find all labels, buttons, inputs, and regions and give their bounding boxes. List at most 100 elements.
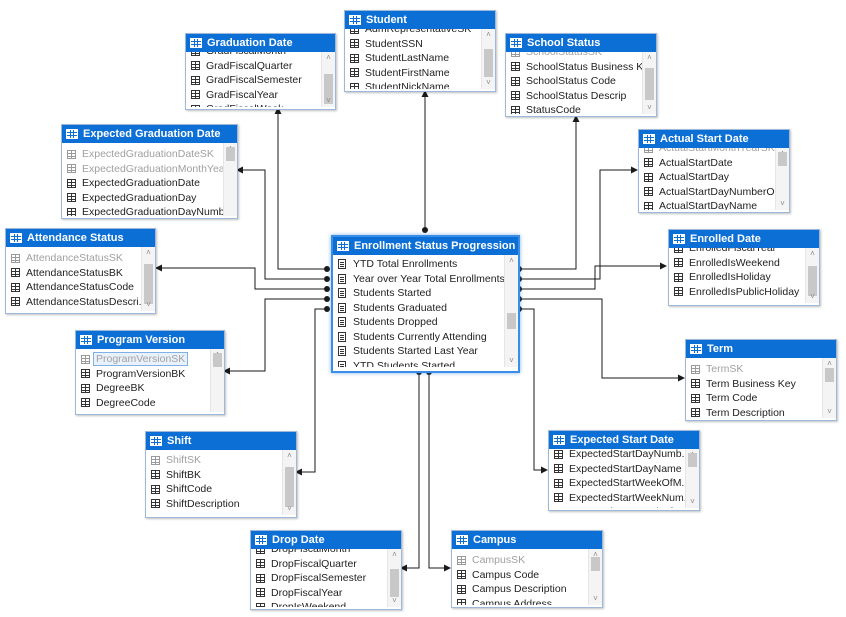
column-row[interactable]: ProgramVersionSK <box>76 352 210 367</box>
column-row[interactable]: AdmRepresentativeSK <box>345 29 481 37</box>
column-row[interactable]: ExpectedGraduationMonthYear... <box>62 162 223 177</box>
column-row[interactable]: ExpectedGraduationDateSK <box>62 147 223 162</box>
scroll-down-arrow-icon[interactable]: ˅ <box>509 356 514 365</box>
rel-enrolled-date[interactable] <box>518 262 667 290</box>
scrollbar[interactable]: ˄˅ <box>321 52 335 107</box>
column-row[interactable]: SchoolStatus Descrip <box>506 89 642 104</box>
measure-row[interactable]: YTD Students Started <box>333 359 504 367</box>
scroll-down-arrow-icon[interactable]: ˅ <box>146 300 151 309</box>
rel-expected-graduation[interactable] <box>236 166 328 280</box>
column-row[interactable]: EnrolledIsPublicHoliday <box>669 285 805 300</box>
scroll-up-arrow-icon[interactable]: ˄ <box>647 53 652 62</box>
scroll-up-arrow-icon[interactable]: ˄ <box>326 53 331 62</box>
column-row[interactable]: GradFiscalSemester <box>186 73 321 88</box>
scroll-down-arrow-icon[interactable]: ˅ <box>810 292 815 301</box>
column-row[interactable]: Campus Description <box>452 582 588 597</box>
scrollbar[interactable]: ˄˅ <box>387 549 401 607</box>
column-row[interactable]: GradFiscalQuarter <box>186 59 321 74</box>
column-row[interactable]: GradFiscalWeek <box>186 102 321 107</box>
scroll-thumb[interactable] <box>507 313 516 329</box>
rel-campus[interactable] <box>428 372 451 572</box>
scroll-up-arrow-icon[interactable]: ˄ <box>392 550 397 559</box>
scrollbar[interactable]: ˄˅ <box>642 52 656 114</box>
column-row[interactable]: Campus Code <box>452 568 588 583</box>
column-row[interactable]: ExpectedStartWeekNum... <box>549 491 685 506</box>
table-header[interactable]: Drop Date <box>251 531 401 549</box>
column-row[interactable]: ActualStartDayName <box>639 199 775 210</box>
column-row[interactable]: Term Business Key <box>686 377 822 392</box>
scroll-down-arrow-icon[interactable]: ˅ <box>593 594 598 603</box>
measure-row[interactable]: YTD Total Enrollments <box>333 257 504 272</box>
scroll-up-arrow-icon[interactable]: ˄ <box>827 359 832 368</box>
scroll-down-arrow-icon[interactable]: ˅ <box>392 596 397 605</box>
rel-attendance-status[interactable] <box>155 264 328 290</box>
column-row[interactable]: ExpectedStartDayNumb... <box>549 449 685 462</box>
rel-actual-start-date[interactable] <box>518 166 638 280</box>
table-header[interactable]: School Status <box>506 34 656 52</box>
column-row[interactable]: Term Description <box>686 406 822 418</box>
measure-row[interactable]: Students Dropped <box>333 315 504 330</box>
scroll-thumb[interactable] <box>390 569 399 597</box>
measure-row[interactable]: Students Graduated <box>333 301 504 316</box>
column-row[interactable]: ShiftBK <box>146 468 282 483</box>
table-header[interactable]: Campus <box>452 531 602 549</box>
column-row[interactable]: StatusCode <box>506 103 642 114</box>
scrollbar[interactable]: ˄˅ <box>141 247 155 311</box>
measure-row[interactable]: Year over Year Total Enrollments% <box>333 272 504 287</box>
rel-program-version[interactable] <box>223 298 328 375</box>
scrollbar[interactable]: ˄˅ <box>481 29 495 89</box>
column-row[interactable]: ShiftSK <box>146 453 282 468</box>
column-row[interactable]: AttendanceStatusName <box>6 309 141 311</box>
column-row[interactable]: DropIsWeekend <box>251 600 387 607</box>
scroll-down-arrow-icon[interactable]: ˅ <box>690 497 695 506</box>
scroll-up-arrow-icon[interactable]: ˄ <box>810 249 815 258</box>
column-row[interactable]: StudentFirstName <box>345 66 481 81</box>
column-row[interactable]: SchoolStatus Business Key <box>506 60 642 75</box>
column-row[interactable]: DropFiscalYear <box>251 586 387 601</box>
column-row[interactable]: ShiftDescription <box>146 497 282 512</box>
column-row[interactable]: EnrolledFiscalYear <box>669 248 805 256</box>
column-row[interactable]: AttendanceStatusBK <box>6 266 141 281</box>
column-row[interactable]: GradFiscalMonth <box>186 52 321 59</box>
scroll-up-arrow-icon[interactable]: ˄ <box>146 248 151 257</box>
table-graduation-date[interactable]: Graduation DateGradFiscalMonthGradFiscal… <box>185 33 336 110</box>
column-row[interactable]: ExpectedGraduationDate <box>62 176 223 191</box>
column-row[interactable]: ActualStartDayNumberO... <box>639 185 775 200</box>
column-row[interactable]: ExpectedGraduationDay <box>62 191 223 206</box>
column-row[interactable]: DegreeBK <box>76 381 210 396</box>
scroll-thumb[interactable] <box>285 467 294 507</box>
scroll-thumb[interactable] <box>645 68 654 100</box>
scroll-down-arrow-icon[interactable]: ˅ <box>287 504 292 513</box>
column-row[interactable]: GradFiscalYear <box>186 88 321 103</box>
table-header[interactable]: Shift <box>146 432 296 450</box>
scroll-down-arrow-icon[interactable]: ˅ <box>486 78 491 87</box>
column-row[interactable]: ExpectedStartDayName <box>549 462 685 477</box>
scrollbar[interactable]: ˄˅ <box>775 148 789 210</box>
table-header[interactable]: Enrollment Status Progression <box>333 237 518 255</box>
column-row[interactable]: DegreeDescription <box>76 410 210 412</box>
table-header[interactable]: Expected Graduation Date <box>62 125 237 143</box>
table-header[interactable]: Enrolled Date <box>669 230 819 248</box>
table-header[interactable]: Program Version <box>76 331 224 349</box>
rel-school-status[interactable] <box>518 115 580 270</box>
column-row[interactable]: EnrolledIsHoliday <box>669 270 805 285</box>
column-row[interactable]: DropFiscalSemester <box>251 571 387 586</box>
scrollbar[interactable]: ˄˅ <box>805 248 819 303</box>
column-row[interactable]: DropFiscalQuarter <box>251 557 387 572</box>
scrollbar[interactable]: ˄˅ <box>282 450 296 515</box>
column-row[interactable]: EnrolledIsWeekend <box>669 256 805 271</box>
scroll-up-arrow-icon[interactable]: ˄ <box>593 550 598 559</box>
column-row[interactable]: ShiftCode <box>146 482 282 497</box>
column-row[interactable]: Term Code <box>686 391 822 406</box>
table-header[interactable]: Student <box>345 11 495 29</box>
scroll-up-arrow-icon[interactable]: ˄ <box>287 451 292 460</box>
scrollbar[interactable]: ˄˅ <box>588 549 602 605</box>
